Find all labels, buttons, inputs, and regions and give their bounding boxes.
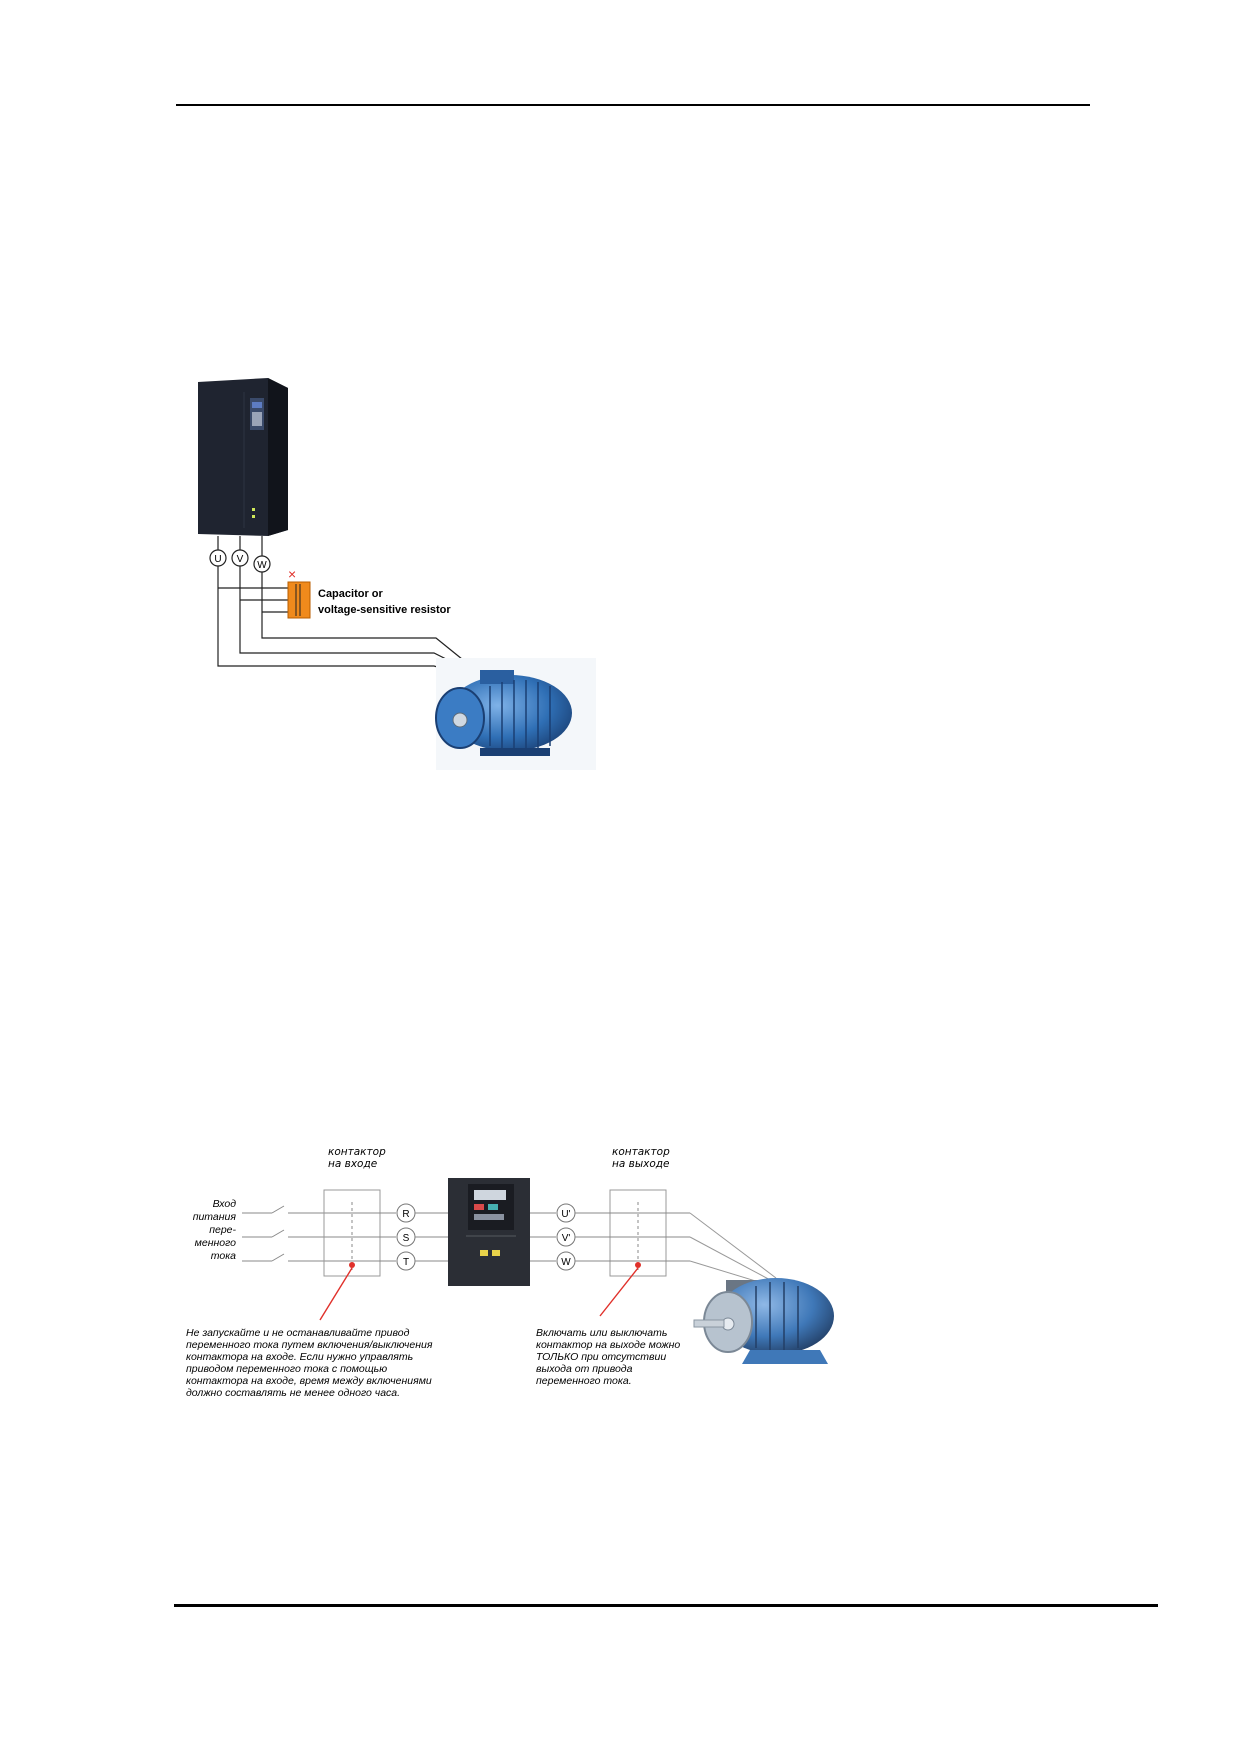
svg-text:должно составлять не менее одн: должно составлять не менее одного часа.	[186, 1387, 400, 1399]
svg-text:U: U	[214, 554, 221, 565]
svg-text:U': U'	[561, 1209, 570, 1220]
svg-text:контактора на входе, время меж: контактора на входе, время между включен…	[186, 1375, 432, 1387]
svg-text:контактор на выходе можно: контактор на выходе можно	[536, 1339, 680, 1351]
terminal-w: W	[253, 555, 271, 573]
svg-text:тока: тока	[211, 1250, 236, 1262]
svg-text:R: R	[402, 1209, 409, 1220]
svg-text:ТОЛЬКО при отсутствии: ТОЛЬКО при отсутствии	[536, 1351, 666, 1363]
output-contactor-box	[575, 1189, 690, 1277]
svg-text:переменного тока путем включен: переменного тока путем включения/выключе…	[186, 1339, 433, 1351]
callout-arrows	[319, 1267, 639, 1321]
input-lines	[242, 1205, 344, 1262]
figure-contactor-diagram: Вход питания пере- менного тока контакто…	[186, 1146, 834, 1399]
motor-icon	[435, 658, 596, 770]
terminal-r: R	[396, 1203, 416, 1223]
terminal-u: U	[209, 549, 227, 567]
note-left: Не запускайте и не останавливайте привод…	[186, 1327, 433, 1399]
terminal-u-out: U'	[556, 1203, 576, 1223]
header-rule	[176, 104, 1090, 106]
terminal-w-out: W	[556, 1251, 576, 1271]
svg-text:приводом переменного тока с по: приводом переменного тока с помощью	[186, 1363, 387, 1375]
inverter-cabinet-icon	[198, 378, 288, 536]
svg-text:W: W	[257, 560, 267, 571]
svg-text:Включать или выключать: Включать или выключать	[536, 1327, 667, 1339]
terminal-v-out: V'	[556, 1227, 576, 1247]
svg-text:выхода от привода: выхода от привода	[536, 1363, 633, 1375]
input-contactor-box	[323, 1189, 396, 1277]
svg-text:S: S	[403, 1233, 410, 1244]
capacitor-icon	[287, 581, 311, 619]
motor-icon	[693, 1278, 834, 1364]
svg-text:V: V	[237, 554, 244, 565]
svg-text:T: T	[403, 1257, 409, 1268]
svg-text:Вход: Вход	[213, 1198, 237, 1210]
output-contactor-label-2: на выходе	[612, 1158, 669, 1170]
callout-line-2: voltage-sensitive resistor	[318, 604, 451, 616]
svg-text:менного: менного	[195, 1237, 236, 1249]
footer-rule	[174, 1604, 1158, 1607]
input-contactor-label-2: на входе	[328, 1158, 377, 1170]
svg-text:контактора на входе. Если нужн: контактора на входе. Если нужно управлят…	[186, 1351, 413, 1363]
cross-mark: ×	[288, 566, 296, 582]
input-contactor-label-1: контактор	[328, 1146, 386, 1158]
terminal-t: T	[396, 1251, 416, 1271]
svg-text:W: W	[561, 1257, 571, 1268]
terminal-v: V	[231, 549, 249, 567]
ac-input-label: Вход питания пере- менного тока	[193, 1198, 237, 1262]
svg-text:V': V'	[562, 1233, 571, 1244]
svg-text:питания: питания	[193, 1211, 237, 1223]
terminal-s: S	[396, 1227, 416, 1247]
svg-text:пере-: пере-	[209, 1224, 236, 1236]
svg-text:Не запускайте и не останавлива: Не запускайте и не останавливайте привод	[186, 1327, 410, 1339]
callout-line-1: Capacitor or	[318, 588, 384, 600]
output-contactor-label-1: контактор	[612, 1146, 670, 1158]
figure-capacitor-warning: U V W × Capacitor or voltage-sensitive r…	[198, 378, 596, 770]
svg-text:переменного тока.: переменного тока.	[536, 1375, 632, 1387]
ac-drive-icon	[448, 1178, 530, 1286]
note-right: Включать или выключать контактор на выхо…	[536, 1327, 680, 1387]
